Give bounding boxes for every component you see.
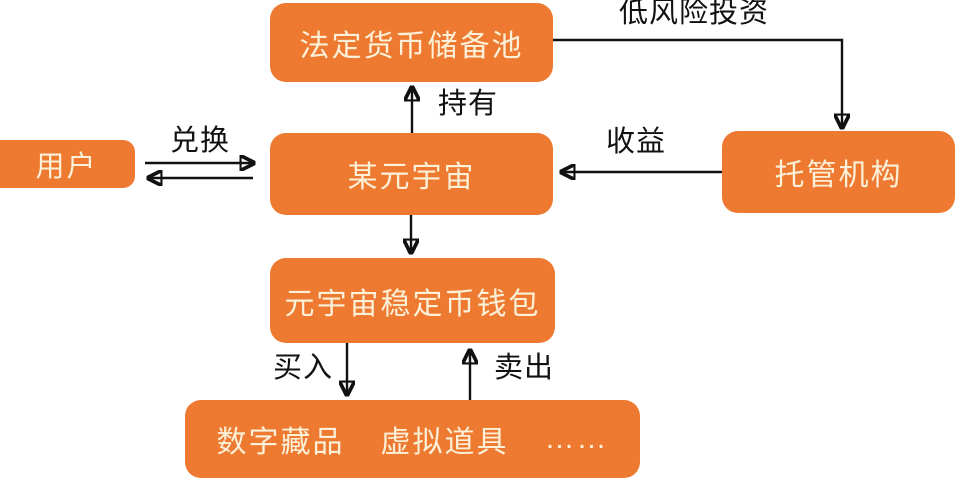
marketplace-item-digital-collectibles: 数字藏品: [216, 426, 345, 459]
node-fiat-reserve-pool: 法定货币储备池: [270, 3, 553, 82]
arrow-low-risk-investment: [553, 38, 842, 127]
node-fiat-reserve-pool-label: 法定货币储备池: [299, 29, 524, 63]
node-user-label: 用户: [35, 151, 98, 183]
node-custodian: 托管机构: [722, 131, 955, 213]
node-stablecoin-wallet-label: 元宇宙稳定币钱包: [284, 287, 541, 321]
marketplace-item-virtual-props: 虚拟道具: [380, 426, 509, 459]
edge-label-buy: 买入: [272, 352, 334, 384]
edge-label-revenue: 收益: [605, 126, 667, 158]
edge-label-exchange: 兑换: [169, 125, 231, 157]
node-custodian-label: 托管机构: [774, 159, 903, 192]
node-user: 用户: [0, 140, 135, 188]
node-metaverse: 某元宇宙: [270, 133, 553, 215]
edge-label-sell: 卖出: [493, 352, 555, 384]
edge-label-low-risk-investment: 低风险投资: [618, 0, 770, 29]
marketplace-item-ellipsis: ……: [544, 422, 609, 455]
node-marketplace: 数字藏品 虚拟道具 ……: [185, 400, 640, 478]
node-metaverse-label: 某元宇宙: [347, 161, 476, 194]
edge-label-hold: 持有: [437, 88, 499, 120]
node-stablecoin-wallet: 元宇宙稳定币钱包: [270, 258, 555, 343]
